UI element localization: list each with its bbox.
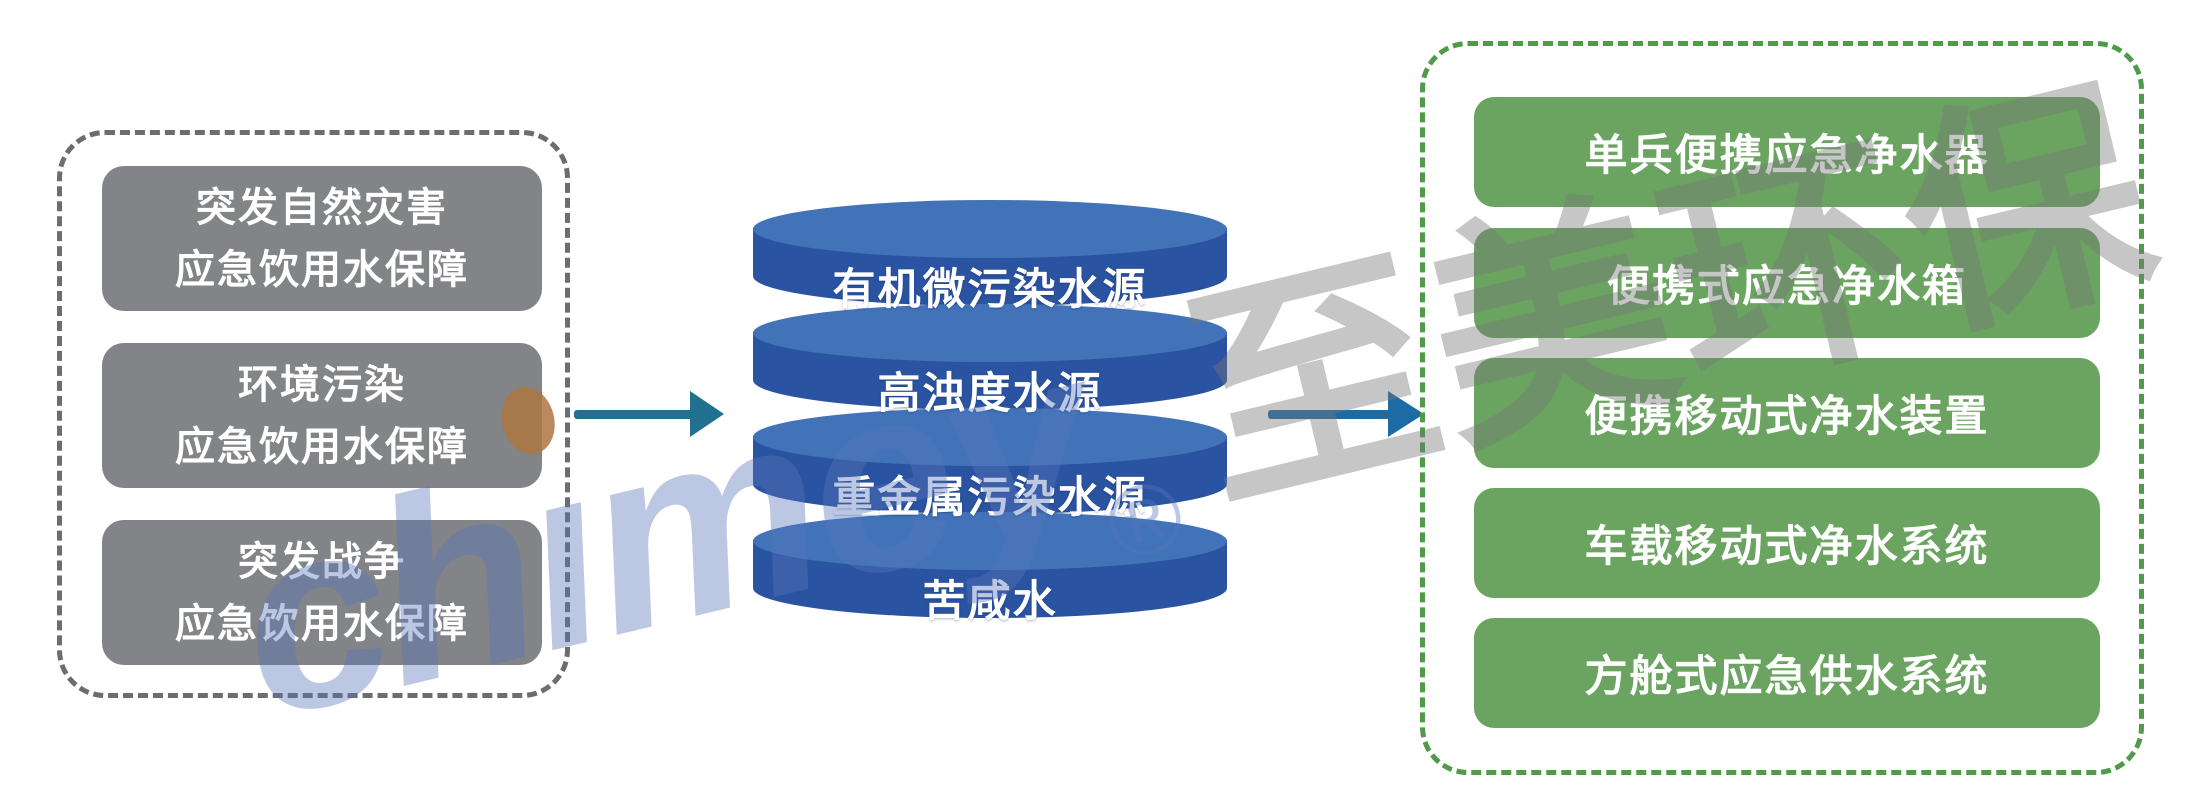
flow-arrow-left-head-icon	[690, 391, 724, 437]
scenario-line2: 应急饮用水保障	[175, 247, 469, 292]
product-box-shelter-system: 方舱式应急供水系统	[1474, 618, 2100, 728]
cylinder-layer-label: 高浊度水源	[877, 370, 1103, 418]
scenario-line2: 应急饮用水保障	[175, 601, 469, 646]
scenario-line2: 应急饮用水保障	[175, 424, 469, 469]
cylinder-layer-brackish: 苦咸水	[753, 512, 1227, 626]
cylinder-layer-lid	[753, 200, 1227, 258]
cylinder-layer-label: 苦咸水	[922, 578, 1058, 626]
cylinder-layer-label: 重金属污染水源	[832, 474, 1148, 522]
scenario-line1: 突发战争	[238, 539, 406, 584]
product-box-vehicle-system: 车载移动式净水系统	[1474, 488, 2100, 598]
scenario-box-war: 突发战争 应急饮用水保障	[102, 520, 542, 665]
cylinder-layer-heavy-metal: 重金属污染水源	[753, 408, 1227, 522]
scenario-box-natural-disaster: 突发自然灾害 应急饮用水保障	[102, 166, 542, 311]
flow-arrow-right-head-icon	[1388, 391, 1424, 437]
product-label: 车载移动式净水系统	[1584, 523, 1990, 571]
emergency-scenarios-group	[57, 130, 570, 698]
cylinder-layer-lid	[753, 512, 1227, 570]
cylinder-layer-turbidity: 高浊度水源	[753, 304, 1227, 418]
flow-arrow-right-line	[1268, 410, 1390, 419]
flow-arrow-left-line	[574, 410, 692, 419]
cylinder-layer-label: 有机微污染水源	[832, 266, 1148, 314]
products-group	[1420, 41, 2144, 775]
cylinder-layer-lid	[753, 408, 1227, 466]
product-label: 便携式应急净水箱	[1607, 263, 1967, 311]
product-box-individual-purifier: 单兵便携应急净水器	[1474, 97, 2100, 207]
product-label: 单兵便携应急净水器	[1584, 132, 1990, 180]
product-box-portable-mobile-unit: 便携移动式净水装置	[1474, 358, 2100, 468]
product-label: 方舱式应急供水系统	[1584, 653, 1990, 701]
scenario-line1: 突发自然灾害	[196, 185, 448, 230]
scenario-box-environmental-pollution: 环境污染 应急饮用水保障	[102, 343, 542, 488]
product-label: 便携移动式净水装置	[1584, 393, 1990, 441]
water-sources-cylinder: 有机微污染水源 高浊度水源 重金属污染水源 苦咸水	[753, 200, 1227, 626]
cylinder-layer-lid	[753, 304, 1227, 362]
product-box-portable-purifier-case: 便携式应急净水箱	[1474, 228, 2100, 338]
scenario-line1: 环境污染	[238, 362, 406, 407]
cylinder-layer-organic: 有机微污染水源	[753, 200, 1227, 314]
